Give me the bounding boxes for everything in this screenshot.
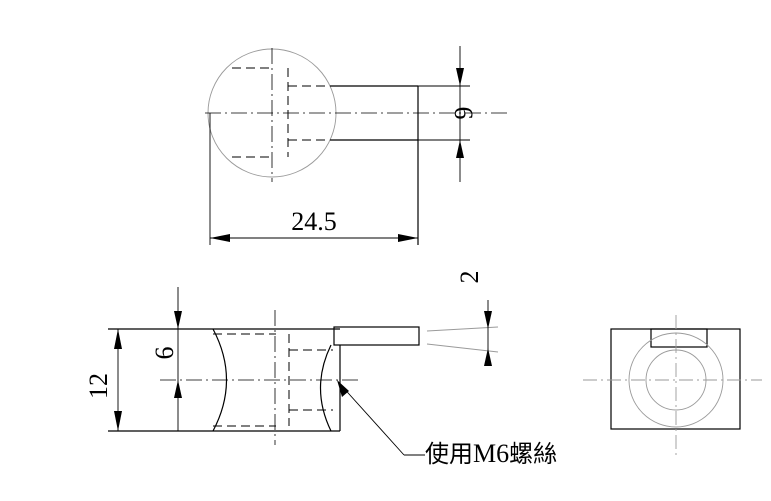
side-view (583, 315, 762, 455)
front-view-groove-right (319, 344, 332, 432)
dim-arrow (174, 311, 182, 329)
dim-label-height: 12 (84, 373, 113, 399)
note-thread: M6 (473, 439, 509, 468)
dim-arrow (484, 348, 492, 366)
dim-arrow (398, 234, 418, 242)
leader-arrow (337, 380, 349, 397)
dim-arrow (114, 411, 122, 431)
faint-reference-line (426, 343, 499, 353)
front-view-arm-plate (333, 326, 420, 346)
dim-label-length: 24.5 (291, 207, 337, 236)
dim-label-groove: 6 (150, 347, 179, 360)
faint-reference-line (426, 326, 499, 332)
dim-arrow (210, 234, 230, 242)
dim-label-top-width: 6 (449, 107, 478, 120)
side-view-slot (650, 328, 708, 348)
dim-arrow (456, 140, 464, 158)
note-text: 使用M6螺絲 (425, 439, 557, 468)
dim-label-slot: 2 (455, 271, 484, 284)
dim-arrow (484, 311, 492, 329)
front-view: 12 6 2 使用M6螺絲 (84, 271, 557, 469)
leader-line (339, 383, 405, 456)
dim-arrow (174, 380, 182, 398)
top-view: 6 24.5 (205, 46, 508, 245)
dim-arrow (114, 329, 122, 349)
side-view-outline (610, 328, 741, 430)
note-suffix: 螺絲 (509, 440, 557, 468)
dim-arrow (456, 68, 464, 86)
note-prefix: 使用 (425, 440, 473, 468)
